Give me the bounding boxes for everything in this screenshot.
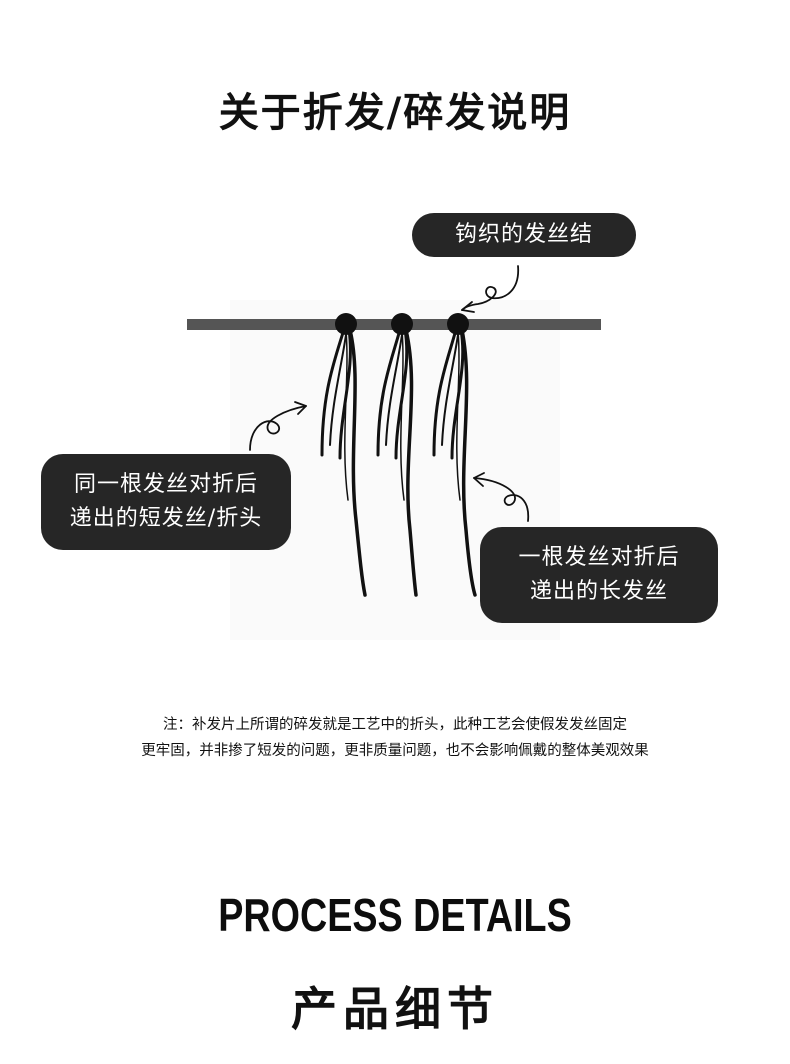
knot-dot-1 xyxy=(335,313,357,335)
page-title: 关于折发/碎发说明 xyxy=(218,90,572,136)
section-heading-en: PROCESS DETAILS xyxy=(218,889,572,941)
curly-arrow-right xyxy=(473,472,530,522)
label-hair-knot-text: 钩织的发丝结 xyxy=(454,222,593,247)
hair-strand-2 xyxy=(376,324,418,597)
hair-knot-diagram xyxy=(187,265,601,597)
note-line-2: 更牢固，并非掺了短发的问题，更非质量问题，也不会影响佩戴的整体美观效果 xyxy=(141,743,649,759)
label-hair-knot: 钩织的发丝结 xyxy=(412,213,636,257)
explanation-note: 注：补发片上所谓的碎发就是工艺中的折头，此种工艺会使假发发丝固定 更牢固，并非掺… xyxy=(0,712,790,764)
knot-dot-2 xyxy=(391,313,413,335)
section-heading-cn: 产品细节 xyxy=(291,982,499,1036)
label-long-strand-line2: 递出的长发丝 xyxy=(529,579,668,604)
label-short-strand: 同一根发丝对折后 递出的短发丝/折头 xyxy=(41,454,291,550)
label-long-strand: 一根发丝对折后 递出的长发丝 xyxy=(480,527,718,623)
curly-arrow-left xyxy=(249,401,307,451)
label-short-strand-line2: 递出的短发丝/折头 xyxy=(69,506,263,531)
curly-arrow-top xyxy=(461,265,519,313)
knot-dot-3 xyxy=(447,313,469,335)
hair-strand-1 xyxy=(320,324,367,597)
note-line-1: 注：补发片上所谓的碎发就是工艺中的折头，此种工艺会使假发发丝固定 xyxy=(163,717,627,733)
label-short-strand-line1: 同一根发丝对折后 xyxy=(73,472,258,497)
label-long-strand-line1: 一根发丝对折后 xyxy=(518,545,680,570)
hair-strand-3 xyxy=(432,324,477,597)
